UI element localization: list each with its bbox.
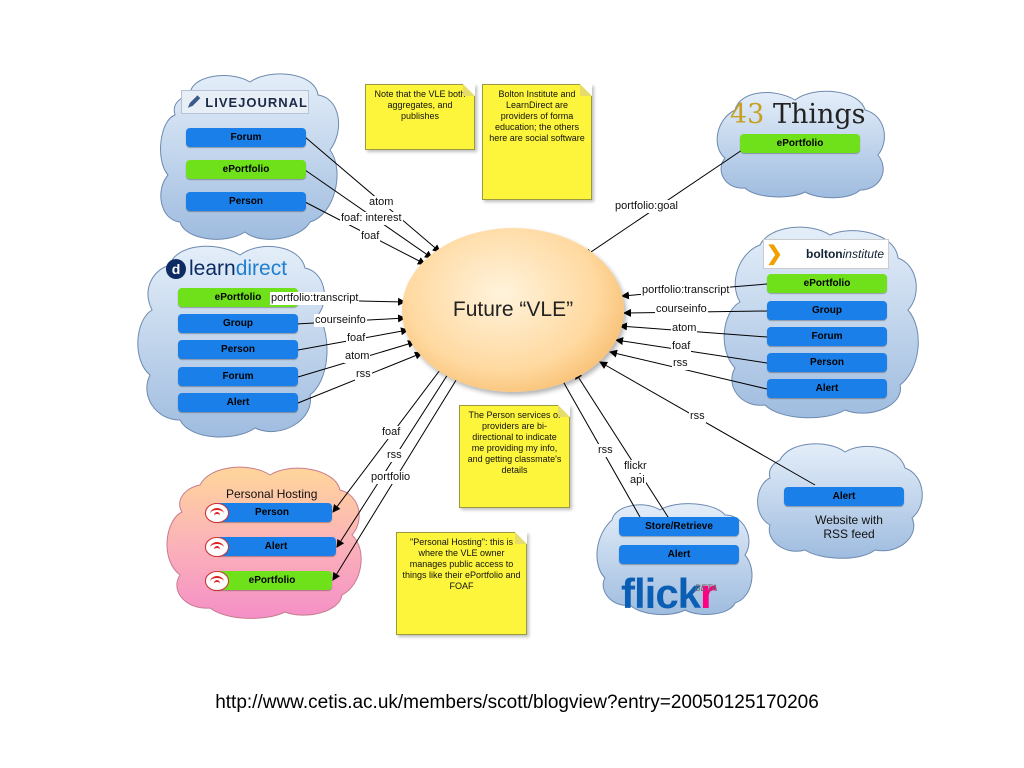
note-aggregates: Note that the VLE both aggregates, and p… <box>365 84 475 150</box>
personal-hosting-title: Personal Hosting <box>226 487 318 501</box>
learndirect-d-icon: d <box>166 259 186 279</box>
future-vle-node: Future “VLE” <box>402 228 624 392</box>
b-forum-box: Forum <box>767 327 887 346</box>
lj-person-box: Person <box>186 192 306 211</box>
43things-logo: 43 Things <box>730 99 866 130</box>
link-fl-2 <box>574 371 676 526</box>
label-ld-foaf: foaf <box>346 332 367 345</box>
label-web-rss: rss <box>689 410 706 423</box>
label-ph-rss: rss <box>386 449 403 462</box>
wifi-icon <box>205 537 229 557</box>
ld-person-box: Person <box>178 340 298 359</box>
label-b-foaf: foaf <box>671 340 692 353</box>
bolton-swoosh-icon: ❯ <box>766 243 783 265</box>
lj-forum-box: Forum <box>186 128 306 147</box>
note-person-services: The Person services of providers are bi-… <box>459 405 570 508</box>
source-url[interactable]: http://www.cetis.ac.uk/members/scott/blo… <box>215 692 819 713</box>
label-b-courseinfo: courseinfo <box>655 303 708 316</box>
ph-alert-box: Alert <box>216 537 336 556</box>
ld-alert-box: Alert <box>178 393 298 412</box>
label-things-goal: portfolio:goal <box>614 200 679 213</box>
link-ph-person <box>332 362 448 513</box>
label-lj-foaf: foaf <box>360 230 381 243</box>
43things-eportfolio-box: ePortfolio <box>740 134 860 153</box>
pencil-icon <box>187 95 201 108</box>
label-b-transcript: portfolio:transcript <box>641 284 731 297</box>
link-b-alert <box>609 349 768 390</box>
label-lj-atom: atom <box>368 196 395 209</box>
label-ld-transcript: portfolio:transcript <box>270 292 360 305</box>
flickr-store-box: Store/Retrieve <box>619 517 739 536</box>
label-b-rss: rss <box>672 357 689 370</box>
link-b-person <box>615 337 775 369</box>
ph-eportfolio-box: ePortfolio <box>212 571 332 590</box>
label-ld-atom: atom <box>344 350 371 363</box>
note-personal-hosting: "Personal Hosting": this is where the VL… <box>396 532 527 635</box>
ld-forum-box: Forum <box>178 367 298 386</box>
flickr-alert-box: Alert <box>619 545 739 564</box>
label-ld-courseinfo: courseinfo <box>314 314 367 327</box>
label-fl-flickr: flickr <box>623 460 648 473</box>
label-b-atom: atom <box>671 322 698 335</box>
flickr-logo: flickr BETA <box>621 570 718 617</box>
note-bolton: Bolton Institute and LearnDirect are pro… <box>482 84 592 200</box>
website-alert-box: Alert <box>784 487 904 506</box>
b-group-box: Group <box>767 301 887 320</box>
wifi-icon <box>205 571 229 591</box>
ld-eportfolio-box: ePortfolio <box>178 288 298 307</box>
wifi-icon <box>205 503 229 523</box>
ld-group-box: Group <box>178 314 298 333</box>
label-ph-foaf: foaf <box>381 426 402 439</box>
b-eportfolio-box: ePortfolio <box>767 274 887 293</box>
b-alert-box: Alert <box>767 379 887 398</box>
label-fl-api: api <box>629 474 646 487</box>
label-ph-portfolio: portfolio <box>370 471 412 484</box>
website-caption: Website with RSS feed <box>815 513 883 541</box>
b-person-box: Person <box>767 353 887 372</box>
label-lj-foaf-interest: foaf: interest <box>340 212 403 225</box>
label-fl-rss: rss <box>597 444 614 457</box>
ph-person-box: Person <box>212 503 332 522</box>
lj-eportfolio-box: ePortfolio <box>186 160 306 179</box>
livejournal-logo: LIVEJOURNAL <box>181 90 309 114</box>
label-ld-rss: rss <box>355 368 372 381</box>
